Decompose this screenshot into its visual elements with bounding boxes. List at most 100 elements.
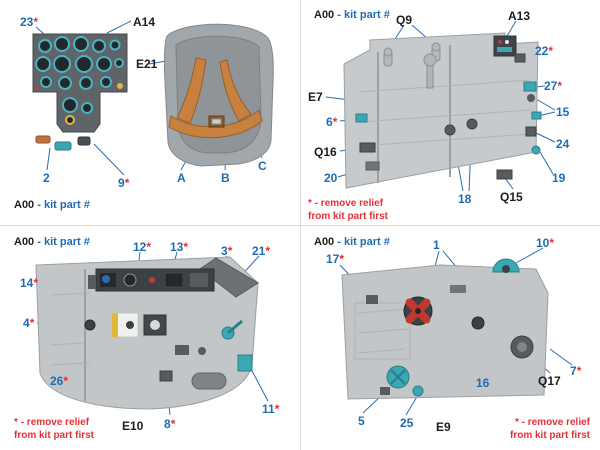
- horizontal-divider: [0, 225, 600, 226]
- callout-9: 9*: [118, 177, 129, 189]
- quadrant-bottom-right: A00 - kit part # 17* 1 10* 7* Q17 16 5 2…: [300, 225, 600, 450]
- callout-17: 17*: [326, 253, 344, 265]
- callout-1: 1: [433, 239, 440, 251]
- callout-number: 20: [324, 171, 338, 185]
- callout-number: 18: [458, 192, 472, 206]
- callout-number: 9: [118, 176, 125, 190]
- callout-21: 21*: [252, 245, 270, 257]
- asterisk-marker: *: [557, 79, 563, 93]
- seat-art: [163, 23, 274, 167]
- callout-number: 3: [221, 244, 228, 258]
- part-label-q15: Q15: [500, 190, 523, 204]
- callout-number: 5: [358, 414, 365, 428]
- asterisk-marker: *: [29, 316, 35, 330]
- asterisk-marker: *: [274, 402, 280, 416]
- kit-part-suffix: - kit part #: [37, 236, 90, 248]
- callout-7: 7*: [570, 365, 581, 377]
- callout-number: C: [258, 159, 267, 173]
- teal-valve-art: [386, 365, 410, 389]
- callout-11: 11*: [262, 403, 279, 415]
- callout-b: B: [221, 172, 230, 184]
- asterisk-marker: *: [308, 198, 312, 209]
- teal-half-ring-art: [492, 258, 520, 273]
- quadrant-top-left: 23* A14 E21 2 9* A B C A00 - kit part #: [0, 0, 300, 225]
- asterisk-marker: *: [170, 417, 176, 431]
- callout-27: 27*: [544, 80, 562, 92]
- callout-18: 18: [458, 193, 471, 205]
- asterisk-marker: *: [514, 417, 519, 428]
- quadrant-top-right: A00 - kit part # Q9 A13 22* 27* 15 24 19…: [300, 0, 600, 225]
- panel-e10-art: [35, 256, 259, 410]
- callout-number: 2: [43, 171, 50, 185]
- quadrant-bottom-left: A00 - kit part # 12* 13* 3* 21* 14* 4* 2…: [0, 225, 300, 450]
- callout-8: 8*: [164, 418, 175, 430]
- asterisk-marker: *: [33, 15, 39, 29]
- callout-number: 11: [262, 402, 275, 416]
- asterisk-marker: *: [63, 374, 69, 388]
- callout-5: 5: [358, 415, 365, 427]
- callout-number: 22: [535, 44, 549, 58]
- part-label-e10: E10: [122, 419, 144, 433]
- callout-number: 21: [252, 244, 266, 258]
- callout-24: 24: [556, 138, 569, 150]
- part-label-a13: A13: [508, 9, 531, 23]
- top-right-illustration: [325, 20, 556, 192]
- callout-number: 16: [476, 376, 490, 390]
- callout-26: 26*: [50, 375, 68, 387]
- asterisk-marker: *: [124, 176, 130, 190]
- white-box-art: [111, 312, 139, 338]
- callout-number: 10: [536, 236, 550, 250]
- callout-20: 20: [324, 172, 337, 184]
- callout-2: 2: [43, 172, 50, 184]
- hook-parts-art: [383, 42, 441, 67]
- callout-number: 6: [326, 115, 333, 129]
- kit-part-note: A00 - kit part #: [314, 10, 390, 21]
- part-label-q17: Q17: [538, 374, 561, 388]
- kit-part-suffix: - kit part #: [37, 199, 90, 211]
- kit-part-suffix: - kit part #: [337, 9, 390, 21]
- callout-19: 19: [552, 172, 565, 184]
- note-line-1: - remove relief: [20, 417, 90, 428]
- callout-4: 4*: [23, 317, 34, 329]
- part-label-q9: Q9: [396, 13, 413, 27]
- callout-3: 3*: [221, 245, 232, 257]
- callout-a: A: [177, 172, 186, 184]
- callout-number: 4: [23, 316, 30, 330]
- asterisk-marker: *: [576, 364, 582, 378]
- callout-number: 24: [556, 137, 570, 151]
- bottom-right-illustration: [339, 247, 573, 416]
- part-label-e9: E9: [436, 420, 451, 434]
- kit-part-code: A00: [314, 236, 335, 248]
- top-left-illustration: [32, 20, 274, 176]
- callout-number: 7: [570, 364, 577, 378]
- part-label-e7: E7: [308, 90, 323, 104]
- asterisk-marker: *: [227, 244, 233, 258]
- note-line-2: from kit part first: [14, 429, 95, 441]
- fuel-selector-art: [403, 296, 433, 326]
- bottom-left-illustration: [35, 251, 269, 416]
- instrument-strip-art: [88, 268, 215, 292]
- callout-12: 12*: [133, 241, 151, 253]
- kit-part-suffix: - kit part #: [337, 236, 390, 248]
- callout-16: 16: [476, 377, 489, 389]
- sidewall-art: [343, 32, 542, 189]
- callout-10: 10*: [536, 237, 554, 249]
- kit-part-code: A00: [14, 199, 35, 211]
- part-label-q16: Q16: [314, 145, 337, 159]
- callout-number: 1: [433, 238, 440, 252]
- callout-c: C: [258, 160, 267, 172]
- note-line-2: from kit part first: [308, 210, 389, 222]
- callout-13: 13*: [170, 241, 188, 253]
- callout-number: 27: [544, 79, 558, 93]
- callout-number: 17: [326, 252, 340, 266]
- kit-part-note: A00 - kit part #: [14, 237, 90, 248]
- callout-number: 25: [400, 416, 414, 430]
- callout-number: 13: [170, 240, 184, 254]
- harness-art: [168, 57, 263, 139]
- kit-part-note: A00 - kit part #: [14, 200, 90, 211]
- callout-number: 15: [556, 105, 570, 119]
- callout-number: 19: [552, 171, 566, 185]
